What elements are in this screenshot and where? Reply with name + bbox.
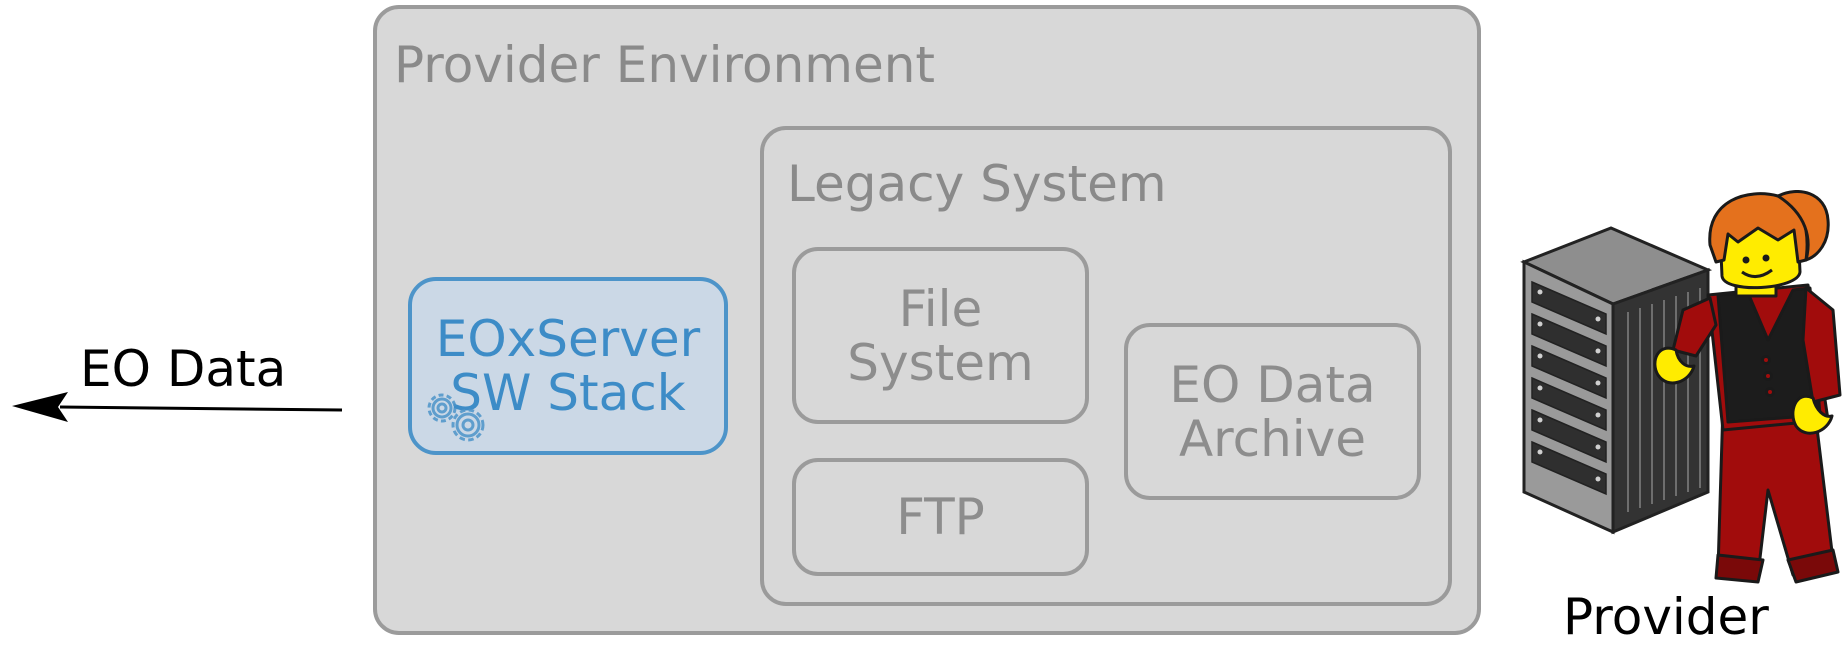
file-system-box: File System — [792, 247, 1089, 424]
legacy-system-container — [760, 126, 1452, 606]
file-system-label-line1: File — [898, 279, 983, 338]
eoxserver-label-line2: SW Stack — [450, 364, 686, 422]
server-rack-icon — [1520, 226, 1713, 535]
legacy-system-title: Legacy System — [787, 155, 1167, 213]
eo-data-output-label: EO Data — [80, 340, 287, 398]
eo-data-archive-label-line2: Archive — [1178, 409, 1367, 468]
provider-person-icon — [1653, 190, 1842, 584]
provider-environment-title: Provider Environment — [394, 36, 936, 94]
eo-data-archive-box: EO Data Archive — [1124, 323, 1421, 500]
file-system-label-line2: System — [847, 333, 1034, 392]
arrow-left-icon — [12, 392, 343, 422]
ftp-label: FTP — [896, 488, 985, 546]
eoxserver-box: EOxServer SW Stack — [408, 277, 728, 455]
provider-label: Provider — [1563, 588, 1769, 646]
eoxserver-label-line1: EOxServer — [435, 310, 701, 368]
gears-icon — [427, 393, 485, 442]
ftp-box: FTP — [792, 458, 1089, 576]
eo-data-archive-label-line1: EO Data — [1169, 355, 1376, 414]
